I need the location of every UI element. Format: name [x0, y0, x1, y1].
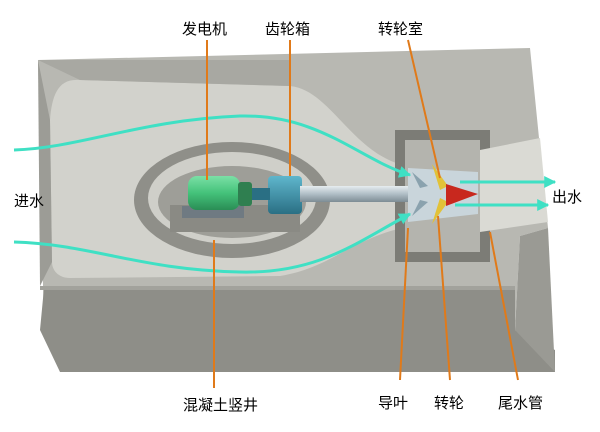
leader-runner: [437, 215, 451, 381]
leader-lines: [206, 39, 519, 388]
generator-body: [188, 176, 240, 210]
flow-arrow-inlet-upper: [13, 114, 412, 178]
label-runner-chamber: 转轮室: [378, 20, 424, 38]
leader-runner-chamber: [407, 39, 441, 179]
concrete-block-front-edge: [40, 286, 515, 290]
label-draft-tube: 尾水管: [498, 394, 544, 412]
label-generator: 发电机: [182, 20, 228, 38]
channel-left-wall: [38, 60, 52, 286]
label-concrete-shaft: 混凝土竖井: [183, 396, 259, 414]
label-water-out: 出水: [552, 188, 583, 206]
label-runner: 转轮: [434, 394, 465, 412]
label-gearbox: 齿轮箱: [265, 20, 311, 38]
leader-draft-tube: [489, 231, 519, 381]
label-water-in: 进水: [14, 192, 45, 210]
guide-vane-lower: [412, 200, 428, 216]
leader-guide-vane: [399, 227, 409, 381]
flow-arrow-inlet-lower: [13, 212, 412, 274]
concrete-block-right: [515, 228, 555, 372]
main-shaft: [300, 186, 412, 202]
guide-vane-upper: [412, 172, 428, 188]
concrete-block-front: [40, 288, 555, 372]
gearbox-coupling: [252, 188, 270, 200]
outlet-channel: [480, 138, 548, 232]
channel-top-wall: [38, 60, 290, 86]
runner-cone: [446, 184, 478, 206]
runner-blade-lower: [432, 198, 448, 224]
generator-end: [238, 182, 252, 206]
gearbox-body: [268, 176, 302, 214]
flow-arrows: [13, 114, 557, 274]
label-guide-vane: 导叶: [378, 394, 409, 412]
